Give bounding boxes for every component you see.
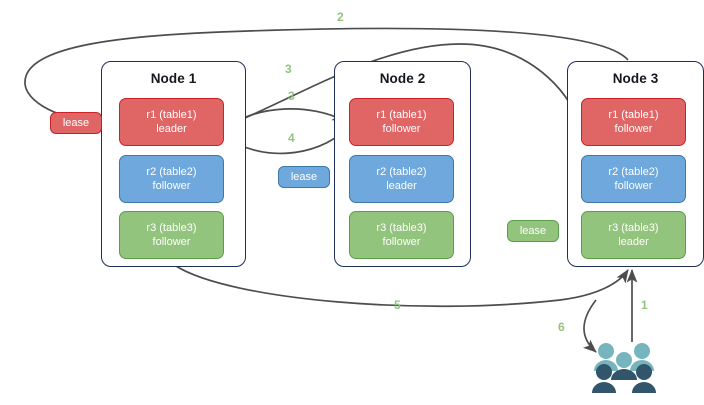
- lease-table1-label: lease: [62, 117, 90, 129]
- node-1-replica-r2-role: follower: [152, 180, 191, 192]
- edge-label-3-lower: 3: [288, 89, 295, 103]
- node-3-title: Node 3: [612, 71, 659, 86]
- lease-table3-chip[interactable]: lease: [507, 220, 559, 242]
- edge-label-5: 5: [394, 298, 401, 312]
- node-3-replica-r2[interactable]: r2 (table2) follower: [581, 155, 686, 203]
- edge-label-3-upper: 3: [285, 62, 292, 76]
- node-2-title: Node 2: [379, 71, 426, 86]
- node-2-replica-r2-name: r2 (table2): [376, 166, 427, 178]
- node-1-replica-r2-name: r2 (table2): [146, 166, 197, 178]
- node-3-replica-r3-role: leader: [618, 236, 649, 248]
- node-2-replica-r1-name: r1 (table1): [376, 109, 427, 121]
- lease-table1-chip[interactable]: lease: [50, 112, 102, 134]
- edge-label-6: 6: [558, 320, 565, 334]
- node-2-replica-r3[interactable]: r3 (table3) follower: [349, 211, 454, 259]
- node-3-replica-r2-name: r2 (table2): [608, 166, 659, 178]
- node-2-replica-r2[interactable]: r2 (table2) leader: [349, 155, 454, 203]
- node-2-replica-r3-name: r3 (table3): [376, 222, 427, 234]
- node-2-replica-r2-role: leader: [386, 180, 417, 192]
- node-3-replica-r1[interactable]: r1 (table1) follower: [581, 98, 686, 146]
- node-3-replica-r3-name: r3 (table3): [608, 222, 659, 234]
- node-3-replica-r2-role: follower: [614, 180, 653, 192]
- edge-label-2: 2: [337, 10, 344, 24]
- node-1-replica-r1-role: leader: [156, 123, 187, 135]
- lease-table2-label: lease: [290, 171, 318, 183]
- lease-table3-label: lease: [519, 225, 547, 237]
- node-1-title: Node 1: [150, 71, 197, 86]
- node-1-replica-r1[interactable]: r1 (table1) leader: [119, 98, 224, 146]
- node-1-replica-r3-role: follower: [152, 236, 191, 248]
- edge-5-path: [175, 265, 629, 308]
- node-1-replica-r3-name: r3 (table3): [146, 222, 197, 234]
- node-1-replica-r3[interactable]: r3 (table3) follower: [119, 211, 224, 259]
- node-1-replica-r2[interactable]: r2 (table2) follower: [119, 155, 224, 203]
- node-3-replica-r1-name: r1 (table1): [608, 109, 659, 121]
- node-2-replica-r3-role: follower: [382, 236, 421, 248]
- edge-label-1: 1: [641, 298, 648, 312]
- edge-label-4: 4: [288, 131, 295, 145]
- node-1-replica-r1-name: r1 (table1): [146, 109, 197, 121]
- node-3-replica-r3[interactable]: r3 (table3) leader: [581, 211, 686, 259]
- lease-table2-chip[interactable]: lease: [278, 166, 330, 188]
- node-2-replica-r1[interactable]: r1 (table1) follower: [349, 98, 454, 146]
- users-group-icon: [592, 338, 664, 396]
- node-2-replica-r1-role: follower: [382, 123, 421, 135]
- node-3-replica-r1-role: follower: [614, 123, 653, 135]
